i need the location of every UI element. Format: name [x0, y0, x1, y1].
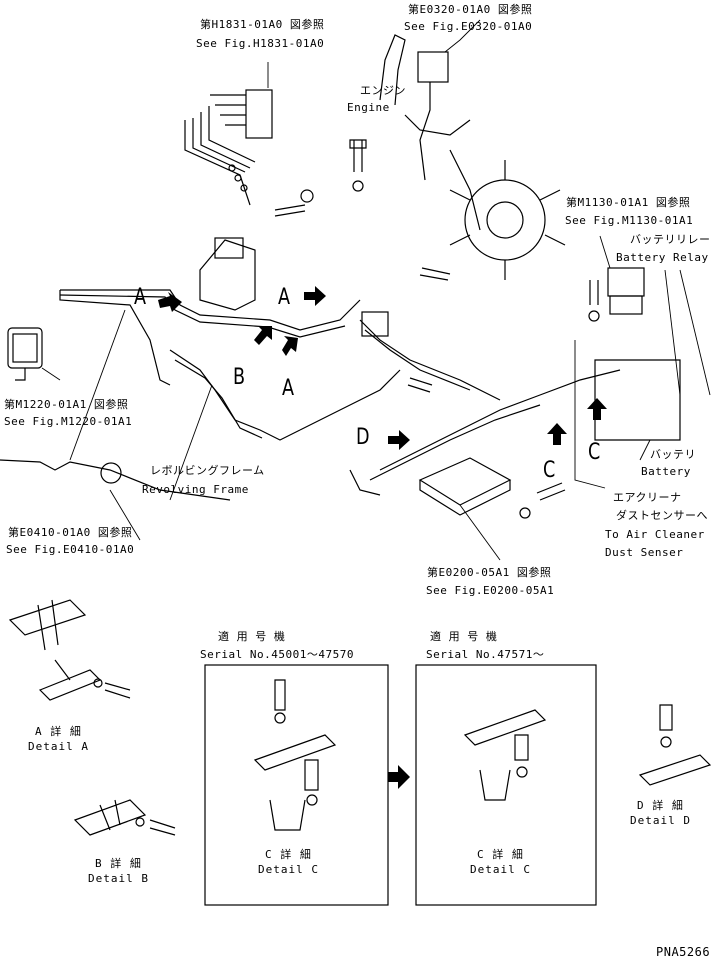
grommet	[100, 462, 122, 484]
frame-line	[0, 459, 231, 501]
battery-relay-jp: バッテリリレー	[630, 233, 711, 246]
detail-c-old-en: Detail C	[258, 863, 319, 876]
detail-b-caption: B 詳 細 Detail B	[88, 856, 149, 886]
detail-b-en: Detail B	[88, 872, 149, 885]
engine-outline	[379, 34, 566, 280]
detail-c-old-drawing	[253, 679, 337, 831]
ref-e0200-jp: 第E0200-05A1 図参照	[427, 566, 552, 579]
ref-m1130-jp: 第M1130-01A1 図参照	[566, 196, 691, 209]
callout-d: D	[356, 425, 370, 450]
main-harness	[59, 289, 621, 496]
detail-b-drawing	[73, 799, 176, 836]
detail-c-new-en: Detail C	[470, 863, 531, 876]
ref-h1831-en: See Fig.H1831-01A0	[196, 37, 325, 50]
serial-right-en: Serial No.47571～	[426, 648, 545, 661]
detail-d-drawing	[638, 704, 712, 786]
detail-c-new-frame	[415, 664, 597, 906]
drawing-code: PNA5266	[656, 945, 711, 959]
relay-box	[199, 237, 256, 311]
detail-d-en: Detail D	[630, 814, 691, 827]
ref-e0410-jp: 第E0410-01A0 図参照	[8, 526, 133, 539]
callout-c-right: C	[588, 440, 601, 465]
ref-e0320-jp: 第E0320-01A0 図参照	[408, 3, 533, 16]
callout-b: B	[233, 365, 246, 390]
detail-c-new-drawing	[463, 709, 547, 801]
ref-e0410-en: See Fig.E0410-01A0	[6, 543, 135, 556]
detail-c-new-caption: C 詳 細 Detail C	[470, 847, 531, 877]
leader-lines	[41, 19, 711, 561]
detail-b-jp: B 詳 細	[95, 857, 142, 870]
detail-a-caption: A 詳 細 Detail A	[28, 724, 89, 754]
arrow-markers	[158, 286, 607, 789]
work-lamp	[7, 327, 43, 381]
callout-a-mid: A	[278, 285, 291, 310]
detail-c-old-jp: C 詳 細	[265, 848, 312, 861]
bolt-parts	[274, 139, 600, 519]
battery-en: Battery	[641, 465, 691, 478]
detail-a-drawing	[8, 599, 131, 701]
detail-d-jp: D 詳 細	[637, 799, 684, 812]
ref-h1831-jp: 第H1831-01A0 図参照	[200, 18, 325, 31]
detail-c-old-caption: C 詳 細 Detail C	[258, 847, 319, 877]
connector-box	[361, 311, 389, 337]
battery-relay-en: Battery Relay	[616, 251, 709, 264]
detail-c-old-frame	[204, 664, 389, 906]
engine-label-en: Engine	[347, 101, 390, 114]
battery	[594, 267, 681, 441]
serial-left-jp: 適 用 号 機	[218, 630, 286, 643]
ref-m1220-jp: 第M1220-01A1 図参照	[4, 398, 129, 411]
controller-unit	[418, 457, 512, 516]
callout-a-left: A	[134, 285, 147, 310]
air-cleaner-jp1: エアクリーナ	[613, 491, 682, 504]
air-cleaner-en1: To Air Cleaner	[605, 528, 705, 541]
detail-c-new-jp: C 詳 細	[477, 848, 524, 861]
revolving-frame-jp: レボルビングフレーム	[150, 464, 265, 477]
ref-e0320-en: See Fig.E0320-01A0	[404, 20, 533, 33]
air-cleaner-jp2: ダストセンサーへ	[616, 509, 708, 522]
ref-m1130-en: See Fig.M1130-01A1	[565, 214, 694, 227]
detail-d-caption: D 詳 細 Detail D	[630, 798, 691, 828]
detail-a-jp: A 詳 細	[35, 725, 82, 738]
battery-jp: バッテリ	[650, 448, 696, 461]
callout-a-low: A	[282, 376, 295, 401]
serial-left-en: Serial No.45001～47570	[200, 648, 354, 661]
ref-m1220-en: See Fig.M1220-01A1	[4, 415, 133, 428]
engine-label-jp: エンジン	[360, 84, 406, 97]
serial-right-jp: 適 用 号 機	[430, 630, 498, 643]
detail-a-en: Detail A	[28, 740, 89, 753]
revolving-frame-en: Revolving Frame	[142, 483, 249, 496]
callout-c-mid: C	[543, 458, 556, 483]
ref-e0200-en: See Fig.E0200-05A1	[426, 584, 555, 597]
upper-harness	[184, 89, 273, 206]
air-cleaner-en2: Dust Senser	[605, 546, 684, 559]
